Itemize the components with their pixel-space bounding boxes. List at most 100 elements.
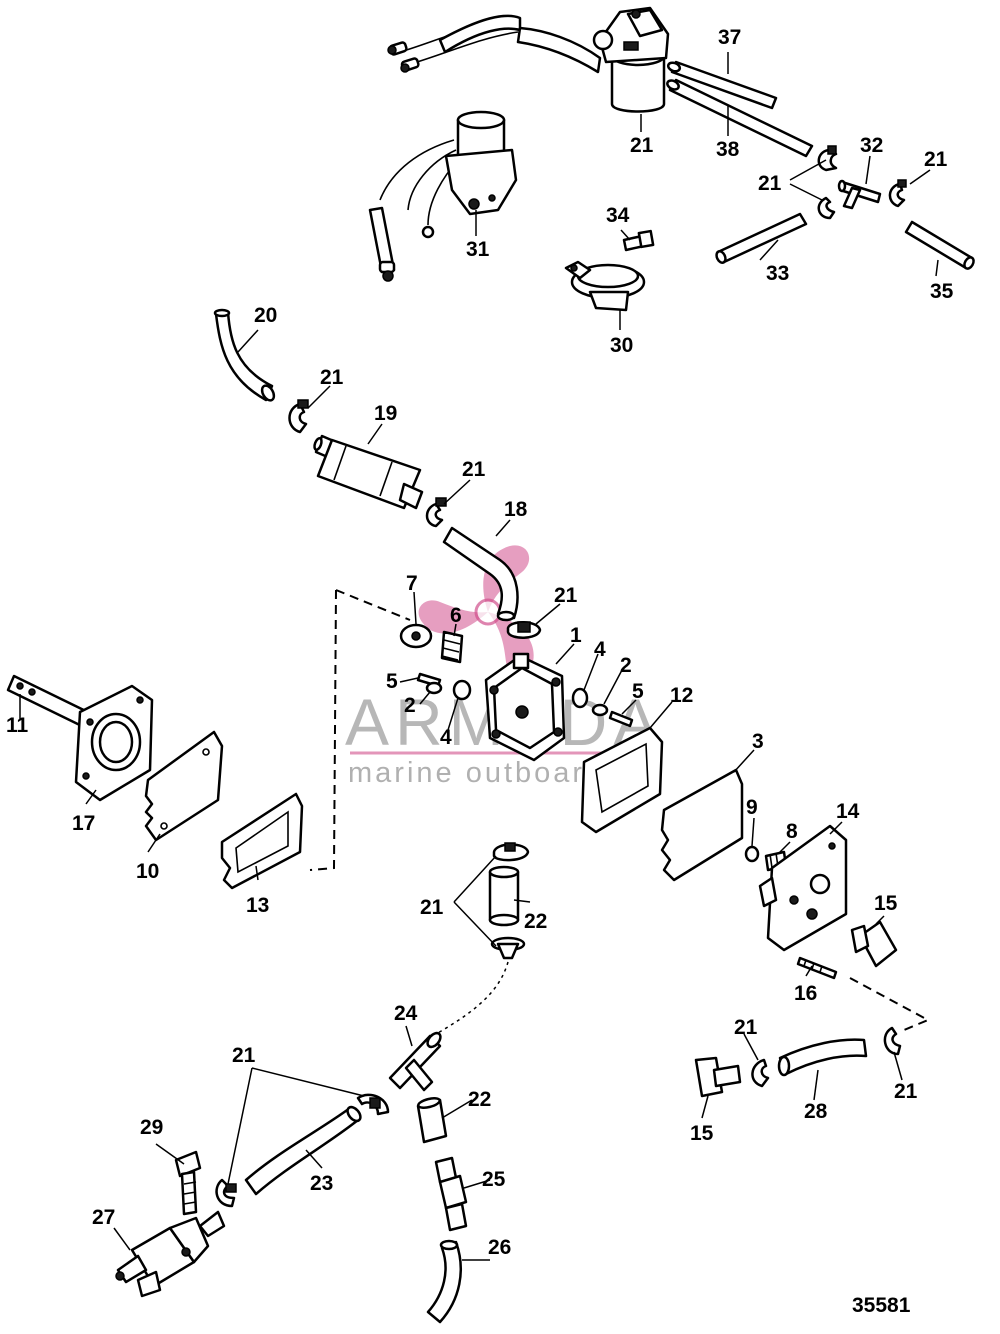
label-5-right: 5 [632, 680, 644, 703]
part-21-clamp-d [288, 399, 309, 434]
part-29-hose [777, 1038, 868, 1077]
label-22-lower: 22 [468, 1088, 491, 1111]
watermark-tagline: marine outboards [348, 757, 622, 789]
label-19: 19 [374, 402, 397, 425]
label-16: 16 [794, 982, 817, 1005]
part-31-solenoid [368, 110, 518, 282]
part-21-clamp-b [817, 196, 836, 220]
part-21-clamp-i [356, 1093, 390, 1116]
label-20: 20 [254, 304, 277, 327]
part-27-fuel-connector [115, 1210, 226, 1298]
label-21-left-of-22: 21 [420, 896, 444, 919]
part-15-elbow-fitting-lower [694, 1056, 742, 1098]
label-35: 33 [766, 262, 789, 285]
part-18-elbow-hose [442, 526, 519, 622]
part-labels: 21 37 38 32 21 21 33 35 34 30 31 20 21 1… [6, 26, 954, 1317]
part-9-washer [744, 845, 760, 863]
part-16-screw [796, 956, 838, 980]
label-12: 12 [670, 684, 693, 707]
label-25: 25 [482, 1168, 506, 1191]
part-21-clamp-l [883, 1026, 902, 1056]
leader-lines [19, 52, 939, 1261]
label-21-far-right: 21 [894, 1080, 918, 1103]
label-2-right: 2 [620, 654, 632, 677]
label-14: 14 [836, 800, 860, 823]
part-22-tube-upper [488, 865, 520, 927]
label-13: 13 [246, 894, 269, 917]
label-10: 10 [136, 860, 159, 883]
label-8: 8 [786, 820, 798, 843]
label-24: 24 [394, 1002, 418, 1025]
label-5-left: 5 [386, 670, 398, 693]
label-21-lower-left: 21 [232, 1044, 256, 1067]
label-28: 29 [140, 1116, 163, 1139]
label-1: 1 [570, 624, 582, 647]
label-9: 9 [746, 796, 758, 819]
label-18: 18 [504, 498, 528, 521]
part-21-clamp-h [490, 936, 526, 960]
label-37: 32 [860, 134, 883, 157]
label-21-top-right: 21 [924, 148, 948, 171]
label-15-upper: 15 [874, 892, 898, 915]
part-1-pump-body [484, 652, 566, 762]
label-11: 11 [6, 714, 29, 737]
label-4-right: 4 [594, 638, 606, 661]
part-21-clamp-e [425, 497, 447, 528]
part-26-hose [426, 1239, 462, 1324]
label-36: 35 [930, 280, 954, 303]
label-22-upper: 22 [524, 910, 547, 933]
assembly-dashed-guide-right [849, 977, 931, 1031]
label-26: 26 [488, 1236, 511, 1259]
part-32-primer-solenoid [516, 6, 670, 113]
part-20-elbow-hose [213, 308, 276, 402]
part-6-spring [440, 630, 464, 664]
wire-harness-top [387, 14, 522, 73]
part-2-ring-right [591, 703, 609, 717]
label-15-lower: 15 [690, 1122, 714, 1145]
part-10-gasket [144, 730, 224, 842]
part-21-clamp-g [492, 842, 530, 862]
part-30-bracket [564, 260, 646, 312]
part-2-ring-left [425, 681, 443, 695]
label-21-near-15: 21 [734, 1016, 758, 1039]
label-32: 21 [630, 134, 654, 157]
part-21-clamp-c [888, 179, 907, 208]
part-13-gasket [220, 792, 304, 890]
label-33: 37 [718, 26, 741, 49]
label-2-left: 2 [404, 694, 416, 717]
part-3-gasket [660, 768, 744, 882]
label-6: 6 [450, 604, 462, 627]
label-21-above-pump: 21 [554, 584, 578, 607]
part-21-clamp-j [215, 1178, 237, 1208]
label-30: 30 [610, 334, 633, 357]
label-17: 17 [72, 812, 95, 835]
part-25-check-valve [434, 1156, 468, 1232]
label-21-top-left: 21 [758, 172, 782, 195]
label-23: 23 [310, 1172, 333, 1195]
part-19-fuel-filter [313, 434, 424, 510]
label-34: 38 [716, 138, 740, 161]
part-23-hose [244, 1105, 362, 1196]
part-14-pump-cover [758, 824, 848, 952]
part-38-screw [622, 229, 655, 252]
label-21-near-18: 21 [462, 458, 486, 481]
part-22-tube-lower [416, 1097, 448, 1144]
part-7-diaphragm [399, 623, 433, 649]
label-7: 7 [406, 572, 418, 595]
label-21-near-19: 21 [320, 366, 344, 389]
label-31: 31 [466, 238, 490, 261]
label-4-left: 4 [440, 726, 452, 749]
part-17-adapter-plate [74, 684, 154, 802]
reference-number: 35581 [852, 1294, 911, 1317]
part-37-tee-fitting [837, 179, 882, 210]
label-3: 3 [752, 730, 764, 753]
part-15-elbow-fitting-upper [850, 920, 898, 968]
part-21-clamp-f [506, 621, 542, 639]
part-21-clamp-a [817, 145, 838, 172]
label-38: 34 [606, 204, 630, 227]
part-5-pin-right [608, 710, 634, 728]
label-29: 28 [804, 1100, 828, 1123]
part-21-clamp-k [751, 1058, 770, 1088]
part-28-bolt [174, 1150, 202, 1216]
